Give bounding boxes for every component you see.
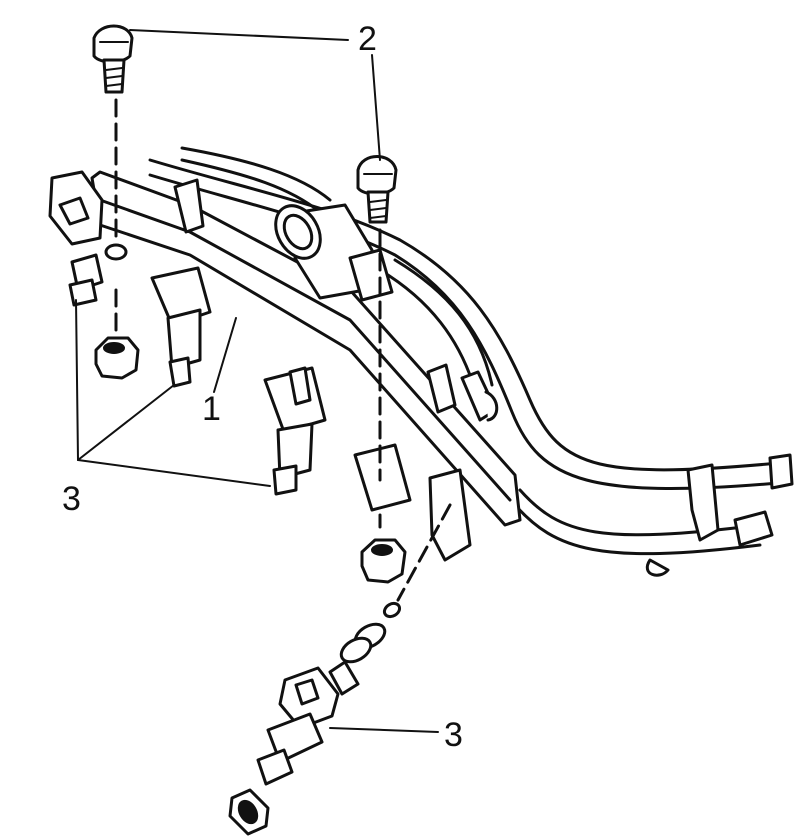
bolt-top-left xyxy=(92,24,134,94)
exploded-injector xyxy=(228,601,402,836)
callout-injectors-left: 3 xyxy=(62,480,81,518)
injectors-installed xyxy=(68,253,327,496)
callout-bolts: 2 xyxy=(358,20,377,58)
pressure-regulator xyxy=(274,203,499,422)
callout-rail: 1 xyxy=(202,390,221,428)
alignment-lines xyxy=(114,98,452,602)
leader-lines xyxy=(75,29,439,733)
grommet-right xyxy=(360,538,407,584)
grommet-left xyxy=(94,336,140,380)
bolt-right xyxy=(356,155,398,224)
fuel-rail xyxy=(48,170,794,577)
callout-injector-bottom: 3 xyxy=(444,716,463,754)
